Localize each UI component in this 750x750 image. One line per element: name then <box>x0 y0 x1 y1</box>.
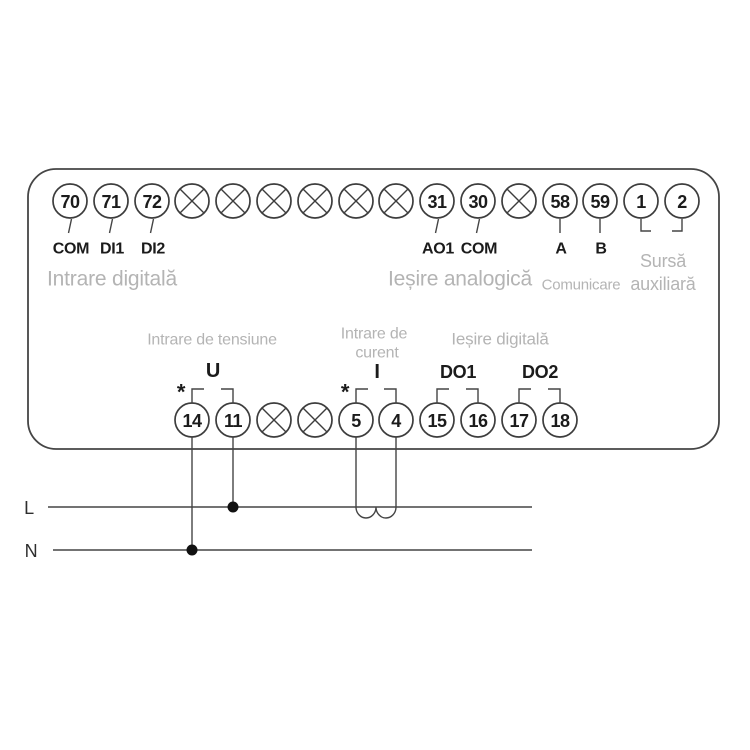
terminal-cross-icon <box>302 407 328 433</box>
terminal-cross-icon <box>343 188 369 214</box>
power-label-l: L <box>24 498 34 518</box>
pair-label-u: U <box>206 360 220 382</box>
terminal-number-15: 15 <box>427 411 447 431</box>
asterisk-marker: * <box>341 380 350 405</box>
terminal-unused <box>174 183 210 219</box>
section-label-ie-ire-analogic: Ieșire analogică <box>388 268 532 291</box>
section-label-intrare-de: Intrare de <box>341 326 408 343</box>
terminal-unused <box>215 183 251 219</box>
terminal-unused <box>256 183 292 219</box>
terminal-number-18: 18 <box>550 411 570 431</box>
terminal-cross-icon <box>261 188 287 214</box>
pair-label-i: I <box>374 361 379 383</box>
terminal-number-59: 59 <box>590 192 610 212</box>
terminal-58 <box>542 183 578 219</box>
terminal-number-16: 16 <box>468 411 488 431</box>
terminal-59 <box>582 183 618 219</box>
terminal-cross-icon <box>383 188 409 214</box>
junction-dot <box>227 501 239 513</box>
terminal-number-4: 4 <box>391 411 401 431</box>
terminal-number-17: 17 <box>509 411 529 431</box>
terminal-number-71: 71 <box>101 192 121 212</box>
terminal-1 <box>623 183 659 219</box>
section-label-ie-ire-digital: Ieșire digitală <box>451 330 549 349</box>
terminal-lead <box>475 218 481 234</box>
junction-dot <box>186 544 198 556</box>
terminal-cross-icon <box>506 188 532 214</box>
terminal-lead <box>640 219 651 232</box>
terminal-unused <box>297 402 333 438</box>
terminal-label-di2-72: DI2 <box>141 241 165 258</box>
terminal-lead <box>108 218 114 234</box>
terminal-31 <box>419 183 455 219</box>
terminal-number-11: 11 <box>224 411 243 431</box>
pair-label-do2: DO2 <box>522 362 558 382</box>
terminal-bracket <box>466 388 479 403</box>
current-loop <box>355 506 397 519</box>
section-label-intrare-de-tensiune: Intrare de tensiune <box>147 332 277 349</box>
section-label-intrare-digital: Intrare digitală <box>47 268 177 291</box>
terminal-70 <box>52 183 88 219</box>
terminal-label-a-58: A <box>555 241 567 258</box>
terminal-unused <box>297 183 333 219</box>
terminal-cross-icon <box>220 188 246 214</box>
terminal-unused <box>256 402 292 438</box>
terminal-label-ao1-31: AO1 <box>422 241 454 258</box>
terminal-cross-icon <box>179 188 205 214</box>
terminal-bracket <box>191 388 204 403</box>
terminal-number-2: 2 <box>677 192 687 212</box>
terminal-number-14: 14 <box>182 411 202 431</box>
terminal-number-5: 5 <box>351 411 361 431</box>
terminal-unused <box>378 183 414 219</box>
terminal-number-72: 72 <box>142 192 162 212</box>
terminal-lead <box>672 219 683 232</box>
power-label-n: N <box>25 541 38 561</box>
terminal-bracket <box>384 388 397 403</box>
terminal-bracket <box>518 388 531 403</box>
asterisk-marker: * <box>177 380 186 405</box>
terminal-unused <box>501 183 537 219</box>
device-box <box>27 168 720 450</box>
terminal-bracket <box>436 388 449 403</box>
terminal-label-com-70: COM <box>53 241 89 258</box>
terminal-72 <box>134 183 170 219</box>
terminal-bracket <box>355 388 368 403</box>
terminal-71 <box>93 183 129 219</box>
terminal-label-com-30: COM <box>461 241 497 258</box>
terminal-label-b-59: B <box>595 241 606 258</box>
terminal-number-70: 70 <box>60 192 80 212</box>
terminal-cross-icon <box>302 188 328 214</box>
terminal-bracket <box>221 388 234 403</box>
terminal-30 <box>460 183 496 219</box>
section-label-comunicare: Comunicare <box>542 277 621 294</box>
section-label-surs: Sursă <box>640 251 687 271</box>
terminal-unused <box>338 183 374 219</box>
terminal-lead <box>67 218 73 234</box>
terminal-bracket <box>548 388 561 403</box>
terminal-lead <box>434 218 440 234</box>
terminal-2 <box>664 183 700 219</box>
terminal-label-di1-71: DI1 <box>100 241 124 258</box>
terminal-number-30: 30 <box>468 192 488 212</box>
pair-label-do1: DO1 <box>440 362 476 382</box>
terminal-number-1: 1 <box>636 192 646 212</box>
terminal-cross-icon <box>261 407 287 433</box>
section-label-curent: curent <box>355 345 399 362</box>
section-label-auxiliar: auxiliară <box>630 274 696 294</box>
terminal-lead <box>149 218 155 234</box>
terminal-number-31: 31 <box>427 192 447 212</box>
terminal-number-58: 58 <box>550 192 570 212</box>
